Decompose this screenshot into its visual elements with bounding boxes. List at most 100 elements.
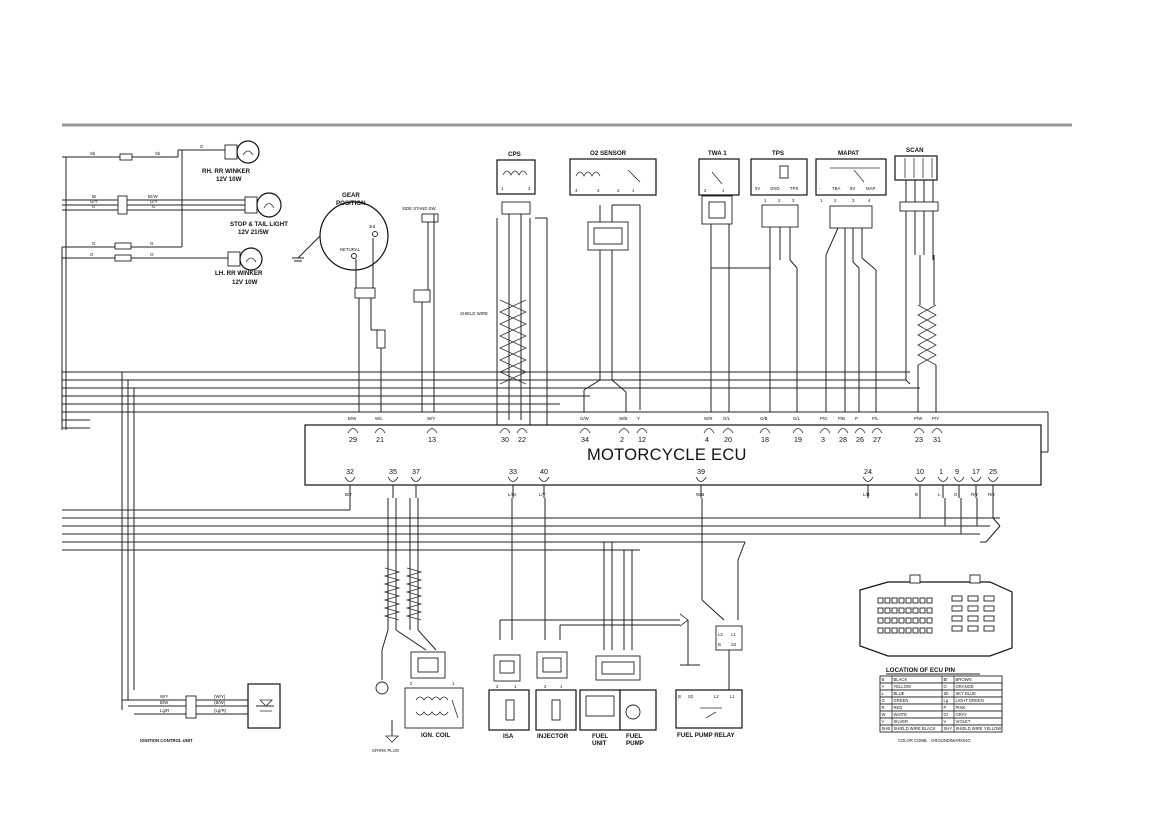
tps-label-2: GND	[770, 186, 780, 191]
ecu-bottom-pin-mark	[914, 476, 926, 482]
ecu-top-pin-mark	[792, 428, 804, 434]
ecu-bottom-pin-number: 35	[389, 467, 397, 476]
rh-winker-bulb	[224, 140, 260, 164]
svg-text:G/Y: G/Y	[90, 199, 98, 204]
color-table-cell: V	[944, 719, 947, 724]
ign-wire-3: Lg/R	[160, 708, 169, 713]
ecu-bottom-pin-wire: L	[938, 492, 941, 497]
ecu-pin-cell	[905, 627, 912, 634]
ecu-bottom-pin-mark	[344, 476, 356, 482]
ecu-bottom-pin-number: 25	[989, 467, 997, 476]
svg-text:1: 1	[514, 684, 517, 689]
relay-pin-b-b: B	[678, 694, 681, 699]
ecu-pin-cell	[884, 607, 891, 614]
ecu-bottom-pin-wire: L/Y	[539, 492, 546, 497]
color-table-cell: G	[882, 698, 885, 703]
ecu-pin-cell	[926, 617, 933, 624]
gear-third-label: 3rd	[369, 224, 376, 229]
ecu-pin-cell	[905, 607, 912, 614]
color-table-cell: YELLOW	[894, 684, 912, 689]
svg-text:2: 2	[544, 684, 547, 689]
svg-text:2: 2	[528, 186, 531, 191]
ecu-pin-cell	[926, 627, 933, 634]
tps-pin-3: 3	[792, 198, 795, 203]
ecu-pin-cell	[891, 607, 898, 614]
mapat-label-3: 5V	[850, 186, 855, 191]
ecu-top-pin-wire: P/G	[820, 416, 828, 421]
mapat-pin-1: 1	[820, 198, 823, 203]
ecu-bottom-pin-mark	[538, 476, 550, 482]
scan-connector	[894, 155, 939, 412]
ecu-bottom-pin-number: 32	[346, 467, 354, 476]
ecu-title-backdrop	[583, 445, 745, 463]
svg-text:G: G	[152, 204, 156, 209]
isa-title: ISA	[503, 733, 514, 740]
color-note: COLOR COMB. : GROUND/MARKING	[898, 738, 971, 743]
ecu-top-pin-mark	[516, 428, 528, 434]
ecu-pin-cell	[926, 597, 933, 604]
ecu-pin-cell	[884, 617, 891, 624]
fuel-pump-relay: L2 L1 B S2 B S2 L2 L1	[675, 620, 743, 729]
relay-pin-l2-a: L2	[718, 632, 723, 637]
gear-neutral-label: NETURAL	[340, 247, 361, 252]
ecu-bottom-pin-mark	[387, 476, 399, 482]
ecu-top-pin-wire: P	[855, 416, 858, 421]
ecu-bottom-pin-wire: L/B	[863, 492, 870, 497]
ecu-bottom-pin-number: 37	[412, 467, 420, 476]
ecu-top-pin-mark	[347, 428, 359, 434]
ecu-top-pin-mark	[837, 428, 849, 434]
ecu-top-pin-number: 2	[620, 435, 624, 444]
ecu-pin-location-drawing	[859, 574, 1013, 657]
ecu-pin-location-title: LOCATION OF ECU PIN	[886, 667, 956, 674]
svg-text:1: 1	[452, 681, 455, 686]
ecu-bottom-pin-mark	[953, 476, 965, 482]
ecu-top-pin-number: 22	[518, 435, 526, 444]
svg-text:1: 1	[501, 186, 504, 191]
color-table-cell: V	[882, 719, 885, 724]
svg-text:1: 1	[560, 684, 563, 689]
color-table-row	[879, 724, 1003, 733]
side-stand-switch	[413, 213, 439, 412]
ecu-top-pin-mark	[618, 428, 630, 434]
color-table-cell: SKY BLUE	[956, 691, 977, 696]
svg-text:2: 2	[704, 188, 707, 193]
color-table-cell: Gr	[944, 712, 949, 717]
svg-text:G: G	[92, 204, 96, 209]
color-table-cell: VIOLET	[956, 719, 971, 724]
mapat-sensor: - TBA 5V MAP 1 2 3 4	[815, 158, 887, 412]
ecu-top-pin-wire: W/Y	[427, 416, 435, 421]
color-table-cell: RED	[894, 705, 903, 710]
fuel-pump-title-1: FUEL	[626, 733, 642, 740]
mapat-pin-2: 2	[834, 198, 837, 203]
twa-title: TWA 1	[708, 150, 727, 157]
color-table-cell: ORANGE	[956, 684, 974, 689]
ecu-top-pin-wire: G/L	[793, 416, 801, 421]
color-table-cell: Sb	[944, 691, 950, 696]
mapat-pin-3: 3	[852, 198, 855, 203]
ecu-top-pin-mark	[913, 428, 925, 434]
ecu-top-pin-wire: P/L	[872, 416, 879, 421]
ecu-bottom-pin-number: 1	[939, 467, 943, 476]
ecu-pin-cell	[898, 597, 905, 604]
ecu-pin-cell	[926, 607, 933, 614]
svg-text:G: G	[200, 144, 204, 149]
ecu-top-pin-number: 19	[794, 435, 802, 444]
tps-title: TPS	[772, 150, 784, 157]
ecu-pin-cell	[898, 627, 905, 634]
ecu-top-pin-number: 23	[915, 435, 923, 444]
ecu-top-pin-number: 21	[376, 435, 384, 444]
svg-text:1: 1	[722, 188, 725, 193]
ecu-bottom-pin-wire: W/B	[696, 492, 704, 497]
rh-winker-title: RH. RR WINKER	[202, 168, 251, 175]
ecu-pin-cell	[898, 617, 905, 624]
color-table-cell: SILVER	[894, 719, 909, 724]
relay-pin-l2-b: L2	[714, 694, 719, 699]
ecu-bottom-pin-wire: L/Gr	[508, 492, 517, 497]
ecu-top-pin-mark	[636, 428, 648, 434]
stop-tail-light-rating: 12V 21/5W	[238, 229, 269, 236]
ecu-pin-cell-wide	[967, 595, 979, 602]
ecu-top-pin-mark	[703, 428, 715, 434]
ecu-title: MOTORCYCLE ECU	[587, 446, 747, 464]
ecu-bottom-pin-mark	[410, 476, 422, 482]
ecu-bottom-pin-mark	[695, 476, 707, 482]
